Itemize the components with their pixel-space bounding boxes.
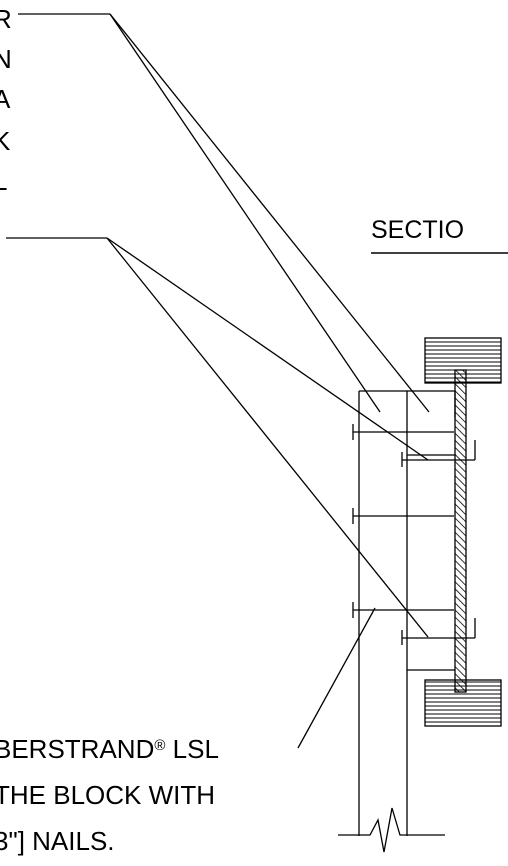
top-note: R N A K L	[0, 4, 12, 196]
nail-2	[401, 440, 476, 467]
top-note-line-3: A	[0, 84, 11, 114]
hatched-strip	[454, 369, 467, 693]
leader-lines	[6, 13, 430, 749]
nail-1	[352, 424, 454, 440]
section-title-group: SECTIO	[371, 216, 508, 254]
top-note-line-2: N	[0, 44, 12, 74]
registered-mark: ®	[154, 737, 165, 754]
bottom-note: BERSTRAND® LSL THE BLOCK WITH 3"] NAILS.	[0, 734, 219, 856]
nail-4	[352, 602, 454, 618]
top-note-line-5: L	[0, 166, 7, 196]
leader-top-arrow-b	[109, 13, 430, 413]
leader-top-arrow-a	[109, 13, 381, 413]
nail-5	[401, 618, 476, 645]
nails	[352, 424, 476, 645]
bottom-note-line-3: 3"] NAILS.	[0, 826, 115, 856]
bottom-note-line-2: THE BLOCK WITH	[0, 780, 215, 810]
timber-bottom	[424, 679, 502, 727]
bottom-note-line-1: BERSTRAND® LSL	[0, 734, 219, 764]
section-title: SECTIO	[371, 216, 464, 244]
leader-mid-arrow-b	[106, 237, 429, 638]
leader-bottom	[297, 607, 376, 749]
top-note-line-4: K	[0, 126, 11, 156]
post-column	[338, 390, 456, 853]
timber-top	[424, 337, 502, 384]
nail-3	[352, 508, 454, 524]
top-note-line-1: R	[0, 4, 12, 34]
leader-mid-arrow-a	[106, 237, 429, 461]
